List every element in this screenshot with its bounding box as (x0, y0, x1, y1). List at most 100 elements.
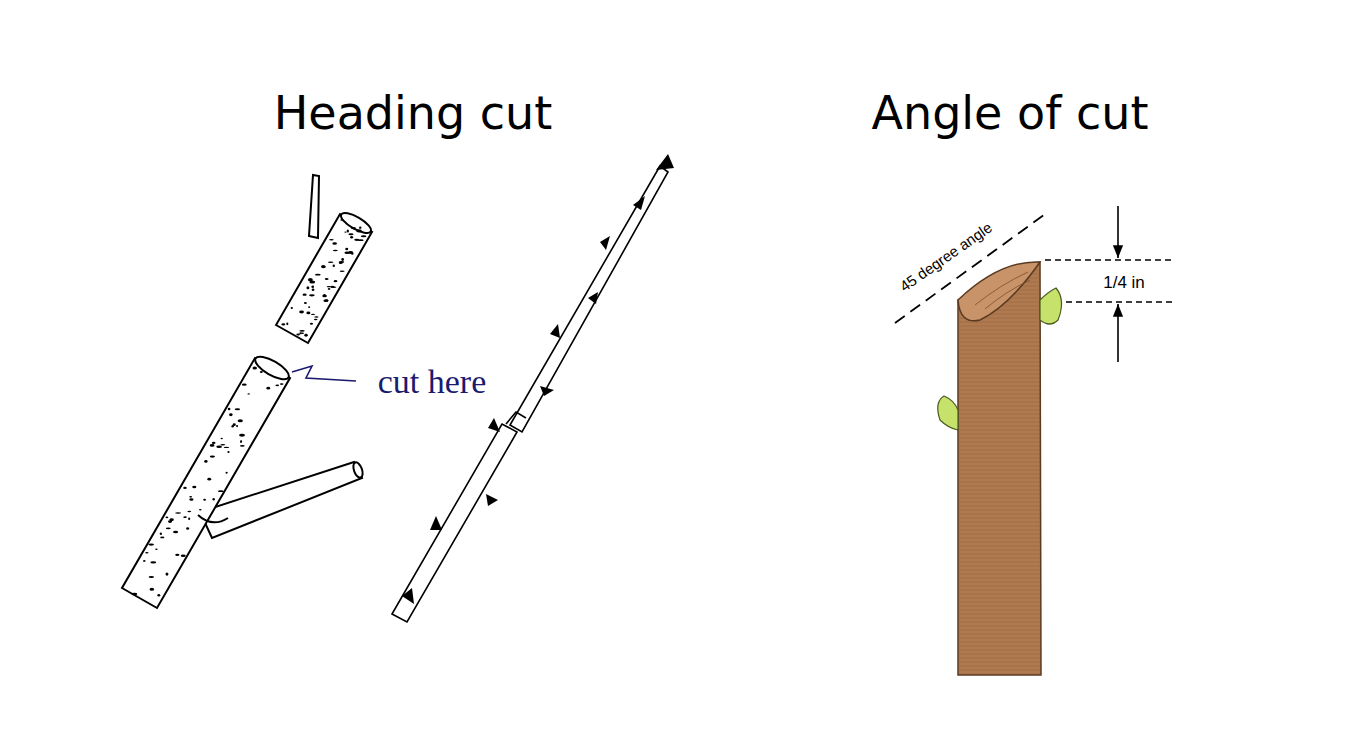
bark-speckle (340, 270, 345, 272)
bark-speckle (310, 323, 313, 325)
bark-speckle (315, 274, 321, 276)
bark-speckle (183, 516, 186, 518)
trunk-lower (122, 358, 290, 608)
bark-speckle (166, 527, 171, 529)
stem-drawing (938, 262, 1062, 675)
bark-speckle (340, 219, 343, 221)
bud (1040, 288, 1062, 324)
shoot-cut (506, 412, 526, 424)
bark-speckle (175, 512, 181, 514)
bark-speckle (347, 229, 349, 232)
bark-speckle (239, 434, 245, 437)
bark-speckle (306, 286, 309, 289)
bark-speckle (233, 423, 236, 426)
bark-speckle (165, 516, 168, 518)
bark-speckle (334, 280, 338, 282)
bark-speckle (329, 239, 334, 241)
bark-speckle (332, 242, 337, 245)
bark-speckle (207, 478, 211, 481)
bark-speckle (189, 496, 192, 498)
bark-speckle (148, 543, 154, 545)
bark-speckle (311, 286, 314, 288)
dimension-arrow (1117, 304, 1119, 362)
bark-speckle (240, 440, 242, 443)
bark-speckle (210, 444, 215, 447)
bark-speckle (351, 227, 356, 229)
bark-speckle (322, 266, 326, 268)
bark-speckle (308, 306, 310, 308)
bark-speckle (311, 314, 315, 315)
bark-speckle (306, 312, 310, 315)
bark-speckle (325, 278, 329, 280)
bark-speckle (304, 334, 307, 337)
bark-speckle (173, 531, 178, 534)
bark-speckle (226, 472, 228, 474)
dimension-line (1066, 301, 1172, 302)
bark-speckle (323, 299, 328, 302)
bark-speckle (348, 233, 353, 235)
bark-speckle (143, 560, 146, 562)
twig (309, 175, 319, 238)
bark-speckle (189, 498, 193, 500)
bark-speckle (314, 316, 318, 318)
bark-speckle (309, 294, 315, 296)
bark-speckle (331, 287, 337, 288)
bark-speckle (132, 593, 138, 596)
bark-speckle (296, 333, 300, 335)
bark-speckle (333, 250, 338, 252)
stem-grain (958, 262, 1041, 675)
bark-speckle (312, 288, 315, 291)
bark-speckle (303, 293, 307, 295)
bark-speckle (204, 460, 207, 463)
bark-speckle (314, 319, 318, 320)
bark-speckle (281, 323, 285, 325)
bark-speckle (155, 548, 158, 549)
bark-speckle (351, 252, 353, 254)
shoot-lower (392, 424, 517, 622)
dimension-arrow (1117, 206, 1119, 258)
trunk-upper (276, 214, 372, 343)
bark-speckle (299, 330, 304, 332)
dimension-label: 1/4 in (1103, 274, 1145, 293)
bark-speckle (166, 573, 169, 576)
bark-speckle (333, 264, 335, 267)
bark-speckle (192, 486, 196, 488)
bark-speckle (238, 419, 243, 422)
branch-drawing (122, 175, 374, 608)
bark-speckle (361, 235, 367, 237)
callout-label: cut here (378, 363, 487, 400)
bark-speckle (235, 408, 240, 410)
bark-speckle (160, 533, 162, 536)
bark-speckle (236, 425, 238, 427)
bark-speckle (242, 384, 247, 386)
bark-speckle (325, 299, 329, 301)
bark-speckle (341, 258, 344, 261)
bark-speckle (286, 323, 288, 326)
bark-speckle (227, 451, 229, 453)
bark-speckle (187, 511, 191, 513)
bark-speckle (186, 527, 189, 529)
cut-rings (975, 272, 1030, 309)
bark-speckle (145, 552, 148, 553)
bark-speckle (210, 455, 215, 457)
bark-speckle (169, 518, 173, 521)
dimension-line (1045, 259, 1172, 260)
trunk-top (338, 209, 373, 236)
bud (938, 396, 958, 430)
bark-speckle (228, 408, 231, 410)
branch-collar (198, 515, 228, 522)
bark-speckle (266, 387, 270, 390)
bark-speckle (253, 367, 257, 370)
bark-speckle (183, 487, 187, 489)
bark-speckle (240, 445, 245, 447)
leader-line (292, 366, 356, 381)
bark-speckle (220, 444, 225, 445)
section-title: Angle of cut (872, 88, 1149, 139)
shoot-upper (510, 166, 668, 432)
bark-speckle (218, 490, 224, 492)
bark-speckle (321, 265, 325, 268)
bark-speckle (175, 554, 179, 556)
bark-speckle (328, 262, 334, 263)
bark-speckle (188, 518, 190, 520)
bark-speckle (359, 226, 361, 228)
